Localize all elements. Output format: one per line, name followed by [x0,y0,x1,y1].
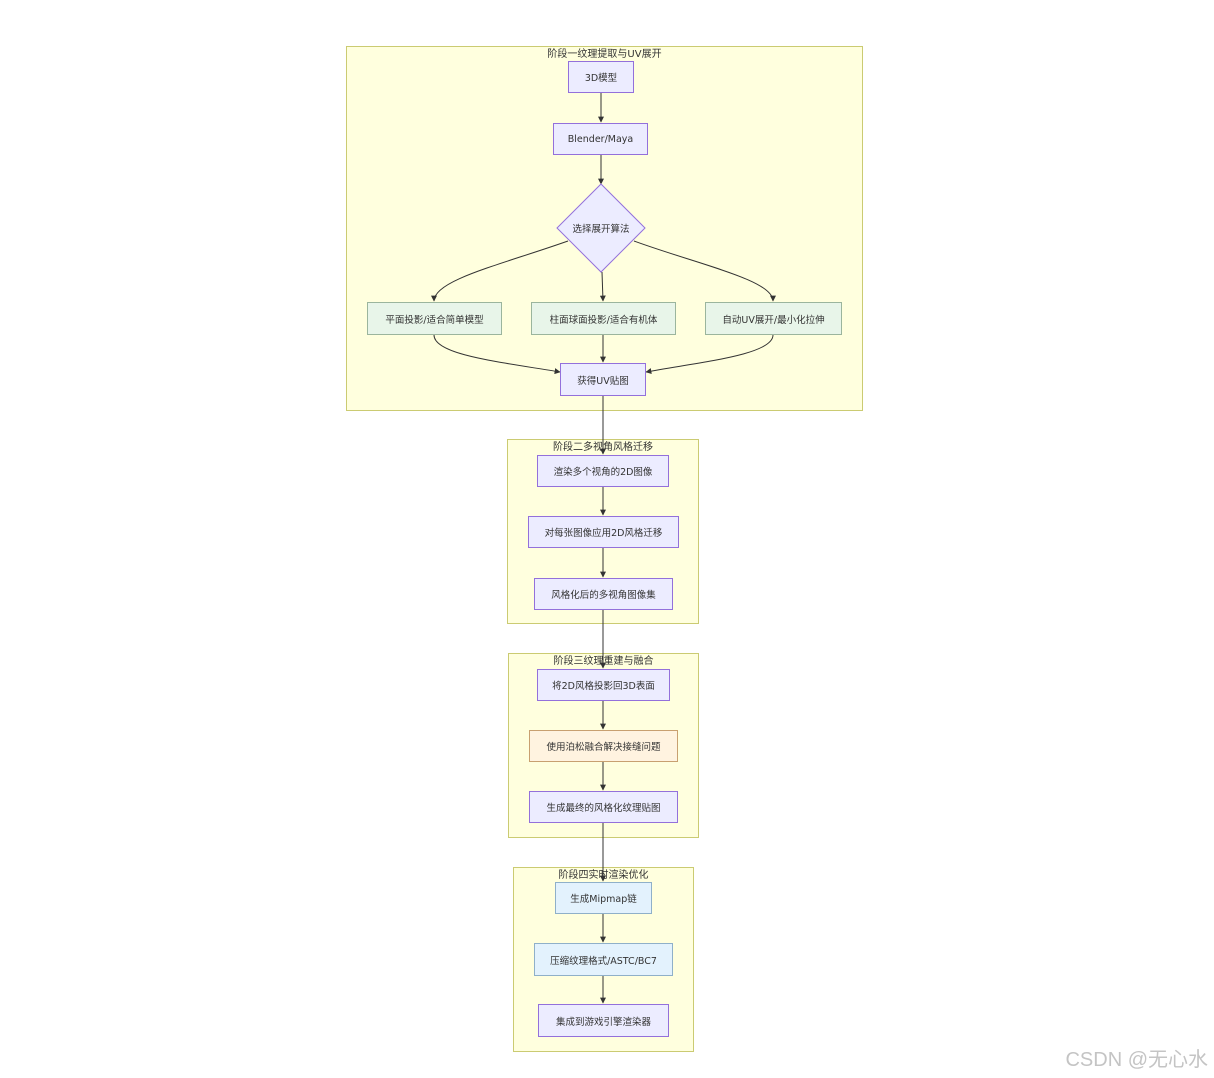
node-integrate-engine: 集成到游戏引擎渲染器 [538,1004,669,1037]
choose-algorithm-diamond [556,183,646,273]
csdn-watermark: CSDN @无心水 [1065,1049,1208,1071]
node-uv-map: 获得UV贴图 [560,363,646,396]
node-auto-uv-unwrap: 自动UV展开/最小化拉伸 [705,302,842,335]
node-compress-texture: 压缩纹理格式/ASTC/BC7 [534,943,673,976]
node-styled-image-set: 风格化后的多视角图像集 [534,578,673,610]
node-poisson-blending: 使用泊松融合解决接缝问题 [529,730,678,762]
node-blender-maya: Blender/Maya [553,123,648,155]
node-final-texture: 生成最终的风格化纹理贴图 [529,791,678,823]
node-planar-projection: 平面投影/适合简单模型 [367,302,502,335]
node-cylinder-sphere-projection: 柱面球面投影/适合有机体 [531,302,676,335]
stage-1-title: 阶段一纹理提取与UV展开 [547,49,662,60]
node-apply-style-transfer: 对每张图像应用2D风格迁移 [528,516,679,548]
node-project-back: 将2D风格投影回3D表面 [537,669,670,701]
edge-planar-to-uvmap [433,334,561,375]
edge-autouv-to-uvmap [645,334,774,374]
edge-choose-to-cylinder [599,271,606,302]
node-choose-algorithm-label: 选择展开算法 [572,224,630,235]
edge-choose-to-autouv [633,240,776,302]
edge-choose-to-planar [431,240,569,302]
node-mipmap-chain: 生成Mipmap链 [555,882,652,914]
node-render-views: 渲染多个视角的2D图像 [537,455,669,487]
node-3d-model: 3D模型 [568,61,634,93]
